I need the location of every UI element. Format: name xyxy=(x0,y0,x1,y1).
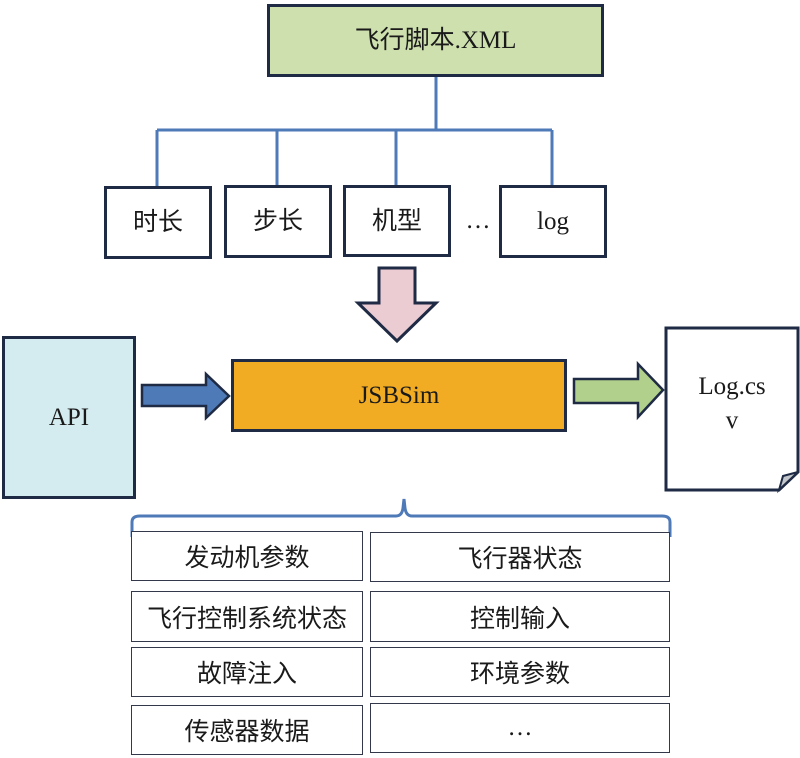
output-cell: 故障注入 xyxy=(131,647,363,697)
output-cell-label: 传感器数据 xyxy=(184,719,310,746)
down-arrow-icon xyxy=(354,266,440,344)
output-cell-label: … xyxy=(507,714,533,741)
output-cell-label: 环境参数 xyxy=(469,661,570,688)
output-cell: 环境参数 xyxy=(370,647,670,697)
param-label: 时长 xyxy=(132,209,183,236)
param-box-duration: 时长 xyxy=(104,186,212,259)
script-tree-connector xyxy=(155,76,554,187)
jsbsim-box: JSBSim xyxy=(231,359,567,432)
document-fold-corner-icon xyxy=(777,471,799,494)
engine-to-log-arrow-icon xyxy=(572,360,665,421)
log-filename-line1: Log.cs xyxy=(698,373,766,400)
output-cell-label: 故障注入 xyxy=(196,661,297,688)
param-label: … xyxy=(465,206,491,234)
flight-script-box: 飞行脚本.XML xyxy=(267,4,604,77)
output-cell-label: 发动机参数 xyxy=(184,545,310,572)
output-cell: 发动机参数 xyxy=(131,531,363,581)
log-filename-line2: v xyxy=(725,407,739,434)
output-cell: … xyxy=(370,703,670,753)
param-ellipsis: … xyxy=(460,205,496,235)
api-to-engine-arrow-icon xyxy=(140,371,231,421)
param-label: 机型 xyxy=(371,207,422,235)
param-box-step: 步长 xyxy=(224,185,332,258)
output-cell: 飞行器状态 xyxy=(370,532,670,582)
log-document: Log.cs v xyxy=(666,370,798,438)
param-box-model: 机型 xyxy=(343,185,451,257)
flight-script-label: 飞行脚本.XML xyxy=(354,27,517,54)
param-label: log xyxy=(537,208,569,235)
output-cell-label: 飞行控制系统状态 xyxy=(146,605,347,633)
output-cell: 控制输入 xyxy=(370,591,670,642)
output-cell: 传感器数据 xyxy=(131,705,363,755)
output-cell-label: 飞行器状态 xyxy=(457,546,583,573)
param-label: 步长 xyxy=(252,208,303,235)
api-label: API xyxy=(48,404,90,431)
output-cell-label: 控制输入 xyxy=(469,605,570,633)
api-box: API xyxy=(2,336,136,499)
output-cell: 飞行控制系统状态 xyxy=(131,591,363,642)
jsbsim-label: JSBSim xyxy=(358,382,440,409)
param-box-log: log xyxy=(499,185,607,258)
